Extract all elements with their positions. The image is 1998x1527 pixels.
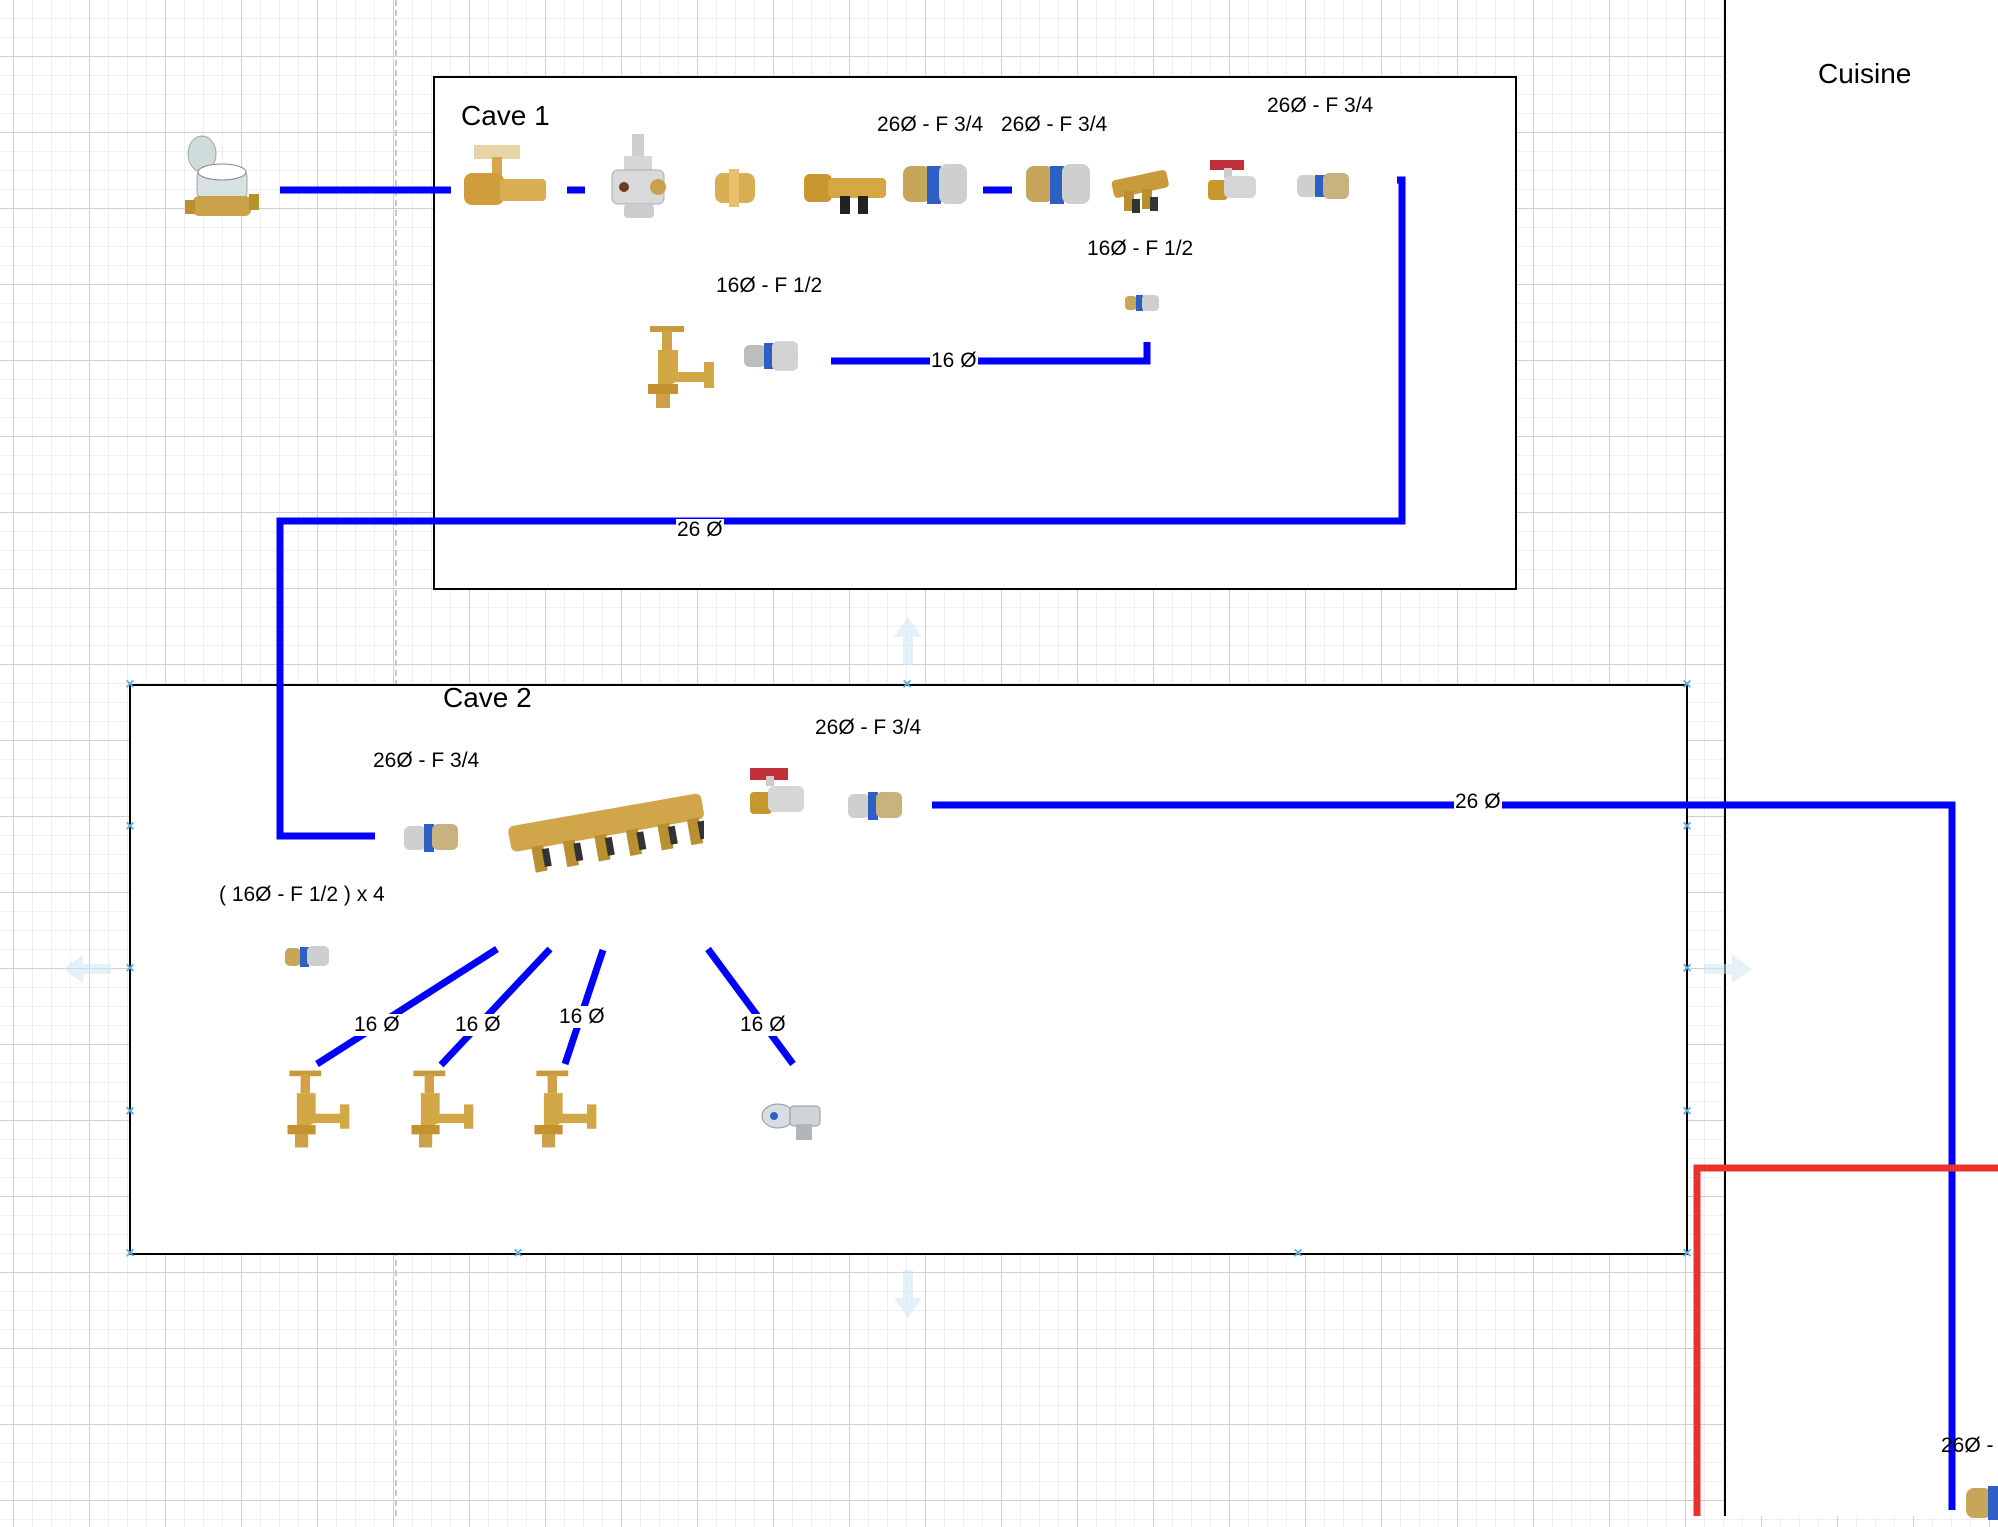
pipe-label: 16 Ø bbox=[739, 1013, 787, 1036]
ball-valve-icon[interactable] bbox=[460, 143, 555, 218]
pipe-label: 16 Ø bbox=[930, 349, 978, 372]
component-label: 26Ø - F 3/4 bbox=[877, 113, 984, 136]
component-label: 26Ø - F 3/4 bbox=[373, 749, 480, 772]
press-fitting-small-icon[interactable] bbox=[1125, 293, 1161, 318]
resize-handle[interactable]: × bbox=[1682, 676, 1692, 693]
component-label: 16Ø - F 1/2 bbox=[716, 274, 823, 297]
garden-tap-icon[interactable] bbox=[640, 322, 720, 417]
component-label: ( 16Ø - F 1/2 ) x 4 bbox=[219, 883, 385, 906]
component-label: 26Ø - bbox=[1941, 1434, 1994, 1457]
arrow-down-icon[interactable] bbox=[893, 1268, 923, 1318]
component-label: 26Ø - F 3/4 bbox=[815, 716, 922, 739]
resize-handle[interactable]: × bbox=[125, 1103, 135, 1120]
ball-valve-red-icon[interactable] bbox=[1206, 158, 1261, 209]
pipe-label: 16 Ø bbox=[558, 1005, 606, 1028]
pipe-label: 26 Ø bbox=[1454, 790, 1502, 813]
garden-tap-icon[interactable] bbox=[527, 1065, 602, 1158]
resize-handle[interactable]: × bbox=[125, 818, 135, 835]
arrow-right-icon[interactable] bbox=[1702, 954, 1752, 984]
manifold-icon[interactable] bbox=[504, 782, 708, 883]
resize-handle[interactable]: × bbox=[125, 1245, 135, 1262]
two-way-collector-icon[interactable] bbox=[804, 168, 889, 223]
mini-collector-icon[interactable] bbox=[1110, 163, 1172, 224]
resize-handle[interactable]: × bbox=[1682, 1245, 1692, 1262]
resize-handle[interactable]: × bbox=[513, 1245, 523, 1262]
resize-handle[interactable]: × bbox=[1682, 1103, 1692, 1120]
press-fitting-icon[interactable] bbox=[848, 790, 904, 827]
garden-tap-icon[interactable] bbox=[280, 1065, 355, 1158]
room-title-cave-1: Cave 1 bbox=[461, 100, 550, 131]
resize-handle[interactable]: × bbox=[902, 676, 912, 693]
press-fitting-icon[interactable] bbox=[1966, 1482, 1998, 1527]
pipe-label: 26 Ø bbox=[676, 518, 724, 541]
room-cuisine[interactable]: Cuisine bbox=[1724, 0, 1998, 1516]
washing-machine-valve-icon[interactable] bbox=[760, 1096, 825, 1149]
press-fitting-icon[interactable] bbox=[744, 339, 800, 378]
water-meter-icon[interactable] bbox=[175, 132, 270, 247]
arrow-left-icon[interactable] bbox=[63, 954, 113, 984]
resize-handle[interactable]: × bbox=[1293, 1245, 1303, 1262]
ball-valve-red-icon[interactable] bbox=[746, 764, 808, 825]
pipe-label: 16 Ø bbox=[353, 1013, 401, 1036]
press-fitting-icon[interactable] bbox=[1026, 162, 1092, 213]
component-label: 26Ø - F 3/4 bbox=[1267, 94, 1374, 117]
component-label: 26Ø - F 3/4 bbox=[1001, 113, 1108, 136]
resize-handle[interactable]: × bbox=[125, 960, 135, 977]
room-cave-2[interactable]: Cave 2 bbox=[129, 682, 1688, 1255]
arrow-up-icon[interactable] bbox=[893, 617, 923, 667]
room-title-cuisine: Cuisine bbox=[1818, 58, 1912, 89]
brass-nipple-icon[interactable] bbox=[713, 167, 758, 214]
press-fitting-icon[interactable] bbox=[903, 162, 969, 213]
press-fitting-icon[interactable] bbox=[404, 822, 460, 859]
resize-handle[interactable]: × bbox=[1682, 818, 1692, 835]
resize-handle[interactable]: × bbox=[1682, 960, 1692, 977]
press-fitting-icon[interactable] bbox=[1297, 171, 1353, 206]
garden-tap-icon[interactable] bbox=[404, 1065, 479, 1158]
room-title-cave-2: Cave 2 bbox=[443, 682, 532, 713]
room-cave-1[interactable]: Cave 1 bbox=[433, 76, 1517, 590]
pipe-label: 16 Ø bbox=[454, 1013, 502, 1036]
resize-handle[interactable]: × bbox=[125, 676, 135, 693]
component-label: 16Ø - F 1/2 bbox=[1087, 237, 1194, 260]
pressure-reducer-icon[interactable] bbox=[608, 132, 668, 229]
press-fitting-small-icon[interactable] bbox=[285, 944, 331, 975]
